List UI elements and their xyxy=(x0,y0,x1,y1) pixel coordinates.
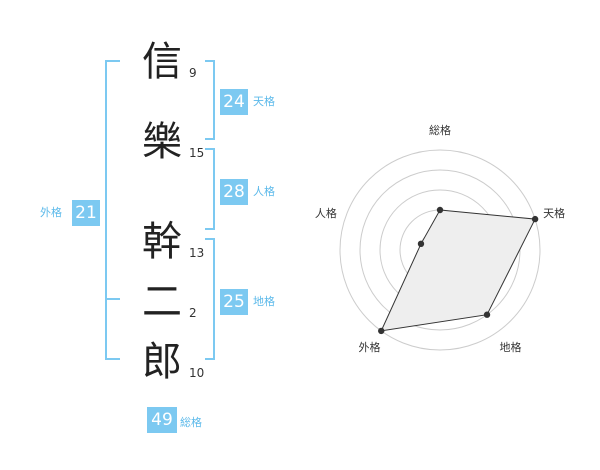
radar-point xyxy=(417,240,425,248)
radar-axis-label: 人格 xyxy=(315,206,337,220)
radar-axis-label: 地格 xyxy=(500,340,522,354)
radar-area xyxy=(380,209,536,332)
stroke-count-2: 15 xyxy=(189,146,205,160)
radar-axis-label: 総格 xyxy=(429,123,451,137)
radar-point xyxy=(483,311,491,318)
name-char-3: 幹 xyxy=(142,219,182,265)
chikaku-label: 地格 xyxy=(253,295,275,308)
stroke-count-5: 10 xyxy=(189,366,205,380)
radar-axis-label: 天格 xyxy=(543,206,565,220)
tenkaku-label: 天格 xyxy=(253,95,275,108)
chikaku-badge: 25 xyxy=(220,289,248,315)
radar-point xyxy=(436,206,444,214)
name-char-5: 郎 xyxy=(142,339,182,385)
name-char-1: 信 xyxy=(142,39,182,85)
tenkaku-badge: 24 xyxy=(220,89,248,115)
gaikaku-label: 外格 xyxy=(40,206,62,219)
radar-ring xyxy=(339,149,541,351)
stroke-count-3: 13 xyxy=(189,246,205,260)
soukaku-badge: 49 xyxy=(147,407,177,433)
radar-points xyxy=(378,206,539,335)
soukaku-label: 総格 xyxy=(180,416,202,429)
name-char-2: 樂 xyxy=(142,119,182,165)
stroke-count-1: 9 xyxy=(189,66,197,80)
gaikaku-badge: 21 xyxy=(72,200,100,226)
radar-axis-label: 外格 xyxy=(358,340,380,354)
radar-point xyxy=(378,327,385,335)
jinkaku-badge: 28 xyxy=(220,179,248,205)
stroke-count-4: 2 xyxy=(189,306,197,320)
jinkaku-label: 人格 xyxy=(253,185,275,198)
radar-point xyxy=(531,215,539,223)
name-char-4: 二 xyxy=(142,279,182,325)
